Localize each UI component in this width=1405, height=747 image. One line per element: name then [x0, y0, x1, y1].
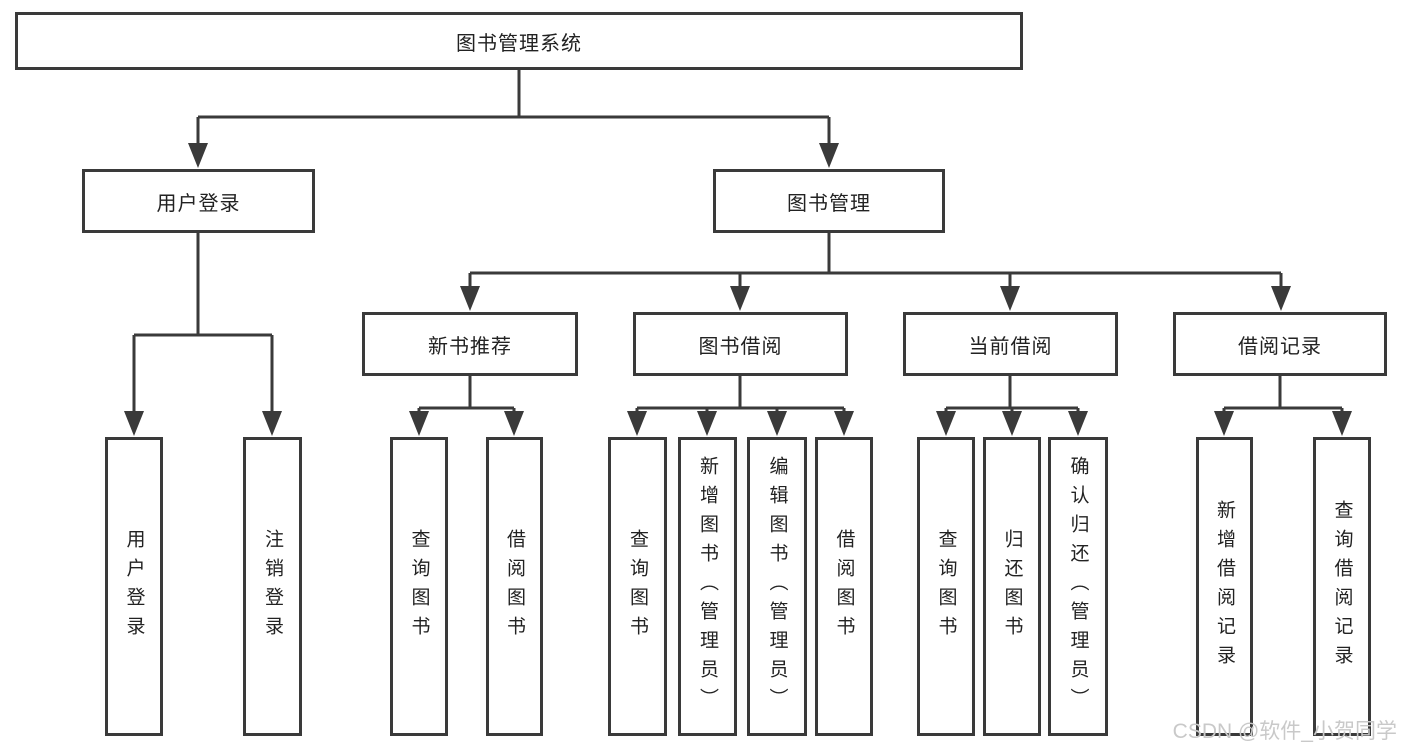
leaf-current-query-books-label: 查询图书 [935, 528, 957, 645]
leaf-current-return-books-label: 归还图书 [1001, 528, 1023, 645]
arrow-down-icon [262, 411, 282, 436]
node-new-book-recommend: 新书推荐 [362, 312, 578, 376]
arrow-down-icon [697, 411, 717, 436]
leaf-logout-login: 注销登录 [243, 437, 302, 736]
leaf-user-login-label: 用户登录 [123, 528, 145, 645]
arrow-down-icon [409, 411, 429, 436]
leaf-borrowing-query-books-label: 查询图书 [627, 528, 648, 645]
arrow-down-icon [767, 411, 787, 436]
leaf-records-query-record: 查询借阅记录 [1313, 437, 1371, 736]
node-borrowing-records: 借阅记录 [1173, 312, 1387, 376]
leaf-current-return-books: 归还图书 [983, 437, 1041, 736]
leaf-borrowing-borrow-books: 借阅图书 [815, 437, 873, 736]
leaf-recommend-borrow-books-label: 借阅图书 [504, 528, 525, 645]
arrow-down-icon [1000, 286, 1020, 311]
arrow-down-icon [504, 411, 524, 436]
leaf-current-query-books: 查询图书 [917, 437, 975, 736]
leaf-borrowing-add-books-admin: 新增图书（管理员） [678, 437, 737, 736]
node-book-borrowing: 图书借阅 [633, 312, 848, 376]
node-borrowing-records-label: 借阅记录 [1238, 335, 1322, 358]
leaf-logout-login-label: 注销登录 [262, 528, 283, 645]
arrow-down-icon [1271, 286, 1291, 311]
arrow-down-icon [1332, 411, 1352, 436]
node-new-book-recommend-label: 新书推荐 [428, 335, 512, 358]
node-user-login-label: 用户登录 [156, 192, 241, 215]
leaf-borrowing-borrow-books-label: 借阅图书 [833, 528, 855, 645]
arrow-down-icon [834, 411, 854, 436]
leaf-user-login: 用户登录 [105, 437, 163, 736]
arrow-down-icon [1068, 411, 1088, 436]
leaf-borrowing-edit-books-admin: 编辑图书（管理员） [747, 437, 807, 736]
leaf-recommend-borrow-books: 借阅图书 [486, 437, 543, 736]
node-user-login: 用户登录 [82, 169, 315, 233]
csdn-watermark: CSDN @软件_小贺同学 [1172, 720, 1397, 743]
arrow-down-icon [1214, 411, 1234, 436]
arrow-down-icon [936, 411, 956, 436]
node-current-borrowing: 当前借阅 [903, 312, 1118, 376]
leaf-records-query-record-label: 查询借阅记录 [1331, 499, 1353, 674]
leaf-records-add-record: 新增借阅记录 [1196, 437, 1253, 736]
node-book-management: 图书管理 [713, 169, 945, 233]
node-book-borrowing-label: 图书借阅 [698, 335, 783, 358]
leaf-records-add-record-label: 新增借阅记录 [1214, 499, 1235, 674]
arrow-down-icon [460, 286, 480, 311]
arrow-down-icon [730, 286, 750, 311]
leaf-current-confirm-return-admin-label: 确认归还（管理员） [1067, 456, 1089, 717]
leaf-recommend-query-books: 查询图书 [390, 437, 448, 736]
leaf-borrowing-query-books: 查询图书 [608, 437, 667, 736]
arrow-down-icon [124, 411, 144, 436]
node-root-label: 图书管理系统 [456, 32, 582, 55]
leaf-borrowing-add-books-admin-label: 新增图书（管理员） [697, 456, 718, 717]
node-book-management-label: 图书管理 [787, 192, 871, 215]
node-current-borrowing-label: 当前借阅 [968, 335, 1053, 358]
arrow-down-icon [1002, 411, 1022, 436]
leaf-current-confirm-return-admin: 确认归还（管理员） [1048, 437, 1108, 736]
node-root-system: 图书管理系统 [15, 12, 1023, 70]
leaf-recommend-query-books-label: 查询图书 [408, 528, 430, 645]
arrow-down-icon [819, 143, 839, 168]
arrow-down-icon [188, 143, 208, 168]
leaf-borrowing-edit-books-admin-label: 编辑图书（管理员） [766, 456, 788, 717]
arrow-down-icon [627, 411, 647, 436]
